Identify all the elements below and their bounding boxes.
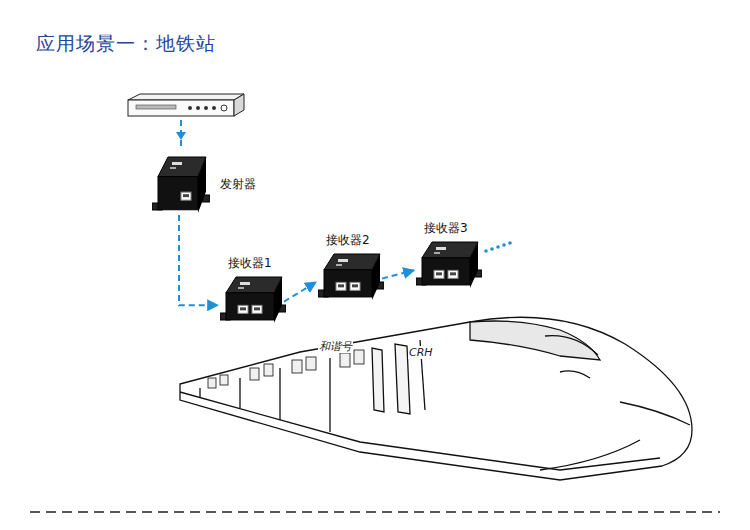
device-label: 发射器: [218, 176, 258, 192]
device-icon: [416, 238, 482, 290]
device-icon: [318, 250, 384, 302]
train-marking: CRH: [408, 346, 434, 359]
receiver: 接收器1: [220, 255, 286, 325]
title: 应用场景一：地铁站: [36, 31, 216, 57]
receiver: 接收器2: [318, 232, 384, 302]
arrowhead: [176, 132, 186, 140]
signal-continuation: [484, 241, 512, 253]
dvd-player: [128, 94, 244, 116]
signal-line: [382, 270, 414, 278]
device-label: 接收器2: [324, 232, 372, 248]
device-icon: [152, 153, 210, 215]
divider: [30, 511, 720, 513]
device-label: 接收器1: [226, 255, 274, 271]
signal-line: [179, 215, 218, 305]
train-marking: 和谐号: [318, 340, 353, 353]
signal-line: [284, 282, 316, 301]
crh-train: [180, 317, 692, 480]
device-icon: [220, 273, 286, 325]
device-label: 接收器3: [422, 220, 470, 236]
transmitter: 发射器: [152, 153, 258, 215]
receiver: 接收器3: [416, 220, 482, 290]
